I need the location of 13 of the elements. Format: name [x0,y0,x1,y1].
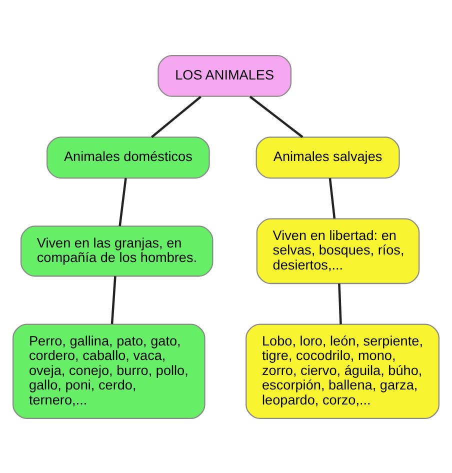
connector [338,283,342,324]
connector [249,95,304,138]
connector [151,95,202,138]
node-box: Viven en libertad: en selvas, bosques, ríos, desiertos,... [256,218,420,284]
node-box: Animales domésticos [46,136,210,178]
node-box: LOS ANIMALES [158,54,292,96]
node-box: Lobo, loro, león, serpiente, tigre, cocodrilo, mono, zorro, ciervo, águila, búho, escorpión, ballena, garza, leopardo, corzo,... [246,323,440,419]
node-box: Viven en las granjas, en compañía de los hombres. [20,225,214,276]
connector [328,177,336,218]
node-box: Perro, gallina, pato, gato, cordero, caballo, vaca, oveja, conejo, burro, pollo, gallo, poni, cerdo, ternero,... [12,323,206,419]
connector [110,276,116,324]
node-box: Animales salvajes [256,136,400,178]
connector [118,177,127,226]
